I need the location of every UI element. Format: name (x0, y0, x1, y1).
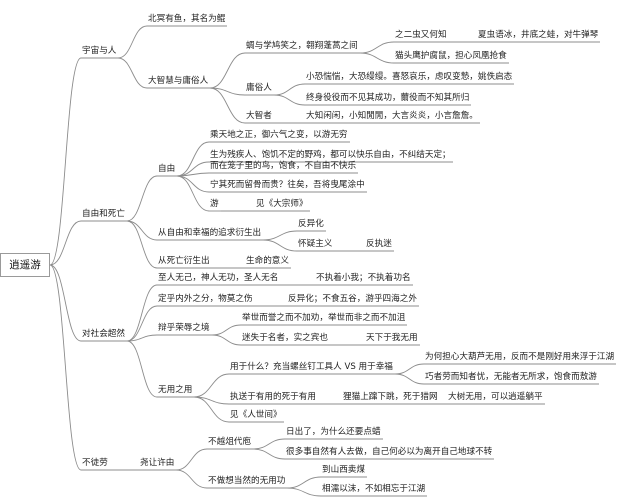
node-forget-in-rivers[interactable]: 相濡以沫，不如相忘于江湖 (322, 484, 426, 494)
node-lost-in-name-connector (211, 334, 242, 346)
node-small-fears-connector (273, 83, 306, 96)
node-caged-bird[interactable]: 而在笼子里的鸟，饱食，不自由不快乐 (210, 161, 357, 171)
node-honor-disgrace[interactable]: 辩乎荣辱之境 (158, 323, 210, 333)
branch-transcend-society-connector (49, 264, 82, 342)
node-freedom[interactable]: 自由 (158, 164, 176, 174)
node-world-praise-connector (211, 324, 242, 336)
node-summer-insect-ice[interactable]: 夏虫语冰，井底之蛙，对牛弹琴 (478, 30, 599, 40)
node-skepticism-connector (262, 239, 298, 252)
node-see-renjianshi[interactable]: 见《人世间》 (230, 410, 282, 420)
node-useless-use-connector (126, 340, 158, 398)
node-no-useless-effort-connector (175, 469, 208, 489)
node-no-attachment[interactable]: 不执着小我；不执着功名 (316, 273, 411, 283)
node-die-of-usefulness[interactable]: 执送于有用的死于有用 (230, 392, 316, 402)
branch-not-in-vain-connector (49, 264, 82, 471)
node-from-freedom-happiness[interactable]: 从自由和幸福的追求衍生出 (158, 228, 262, 238)
node-ride-heaven-earth-connector (176, 141, 210, 177)
node-lifelong-toil-connector (273, 94, 306, 106)
node-world-turns-connector (252, 448, 286, 460)
node-great-knowledge[interactable]: 大知闲闲，小知閒閒，大言炎炎，小言詹詹。 (306, 111, 478, 121)
node-anti-alienation-connector (262, 230, 298, 241)
node-two-insects[interactable]: 之二虫又何知 (395, 30, 447, 40)
node-gourd[interactable]: 为何担心大葫芦无用，反而不是刚好用来浮于江湖 (425, 352, 615, 362)
node-see-renjianshi-connector (193, 396, 230, 423)
node-wisdom-vs-mediocre-connector (117, 57, 148, 89)
node-see-dazongshi[interactable]: 见《大宗师》 (256, 199, 308, 209)
node-yao-xuyou[interactable]: 尧让许由 (140, 458, 175, 468)
node-lost-in-name[interactable]: 迷失于名者，实之宾也 (242, 333, 328, 343)
node-sun-candle[interactable]: 日出了，为什么还要点蜡 (286, 427, 381, 437)
node-owl-rotten-rat[interactable]: 猫头鹰护腐鼠，担心凤凰抢食 (395, 51, 507, 61)
node-world-praise[interactable]: 举世而誉之而不加劝，举世而非之而不加沮 (242, 313, 406, 323)
node-coal-shanxi-connector (286, 476, 322, 489)
node-from-death-connector (126, 220, 158, 269)
root-node[interactable]: 逍遥游 (0, 253, 50, 277)
node-honor-disgrace-connector (126, 334, 158, 342)
node-inner-outer-connector (126, 305, 158, 342)
node-meaning-of-life[interactable]: 生命的意义 (246, 256, 289, 266)
node-ride-heaven-earth[interactable]: 乘天地之正，御六气之变，以游无穷 (210, 130, 348, 140)
node-inner-outer[interactable]: 定乎内外之分，物莫之伤 (158, 294, 253, 304)
node-sun-candle-connector (252, 438, 286, 450)
node-from-freedom-happiness-connector (126, 220, 158, 241)
node-beiming-fish[interactable]: 北冥有鱼，其名为鲲 (148, 14, 226, 24)
node-useless-tree[interactable]: 大树无用，可以逍遥躺平 (448, 392, 543, 402)
node-wisdom-vs-mediocre[interactable]: 大智慧与庸俗人 (148, 76, 209, 86)
node-great-wise[interactable]: 大智者 (246, 111, 272, 121)
branch-universe-and-man[interactable]: 宇宙与人 (82, 46, 117, 56)
node-anti-alienation[interactable]: 反异化 (298, 219, 324, 229)
node-not-overstep-connector (175, 448, 208, 471)
node-perfect-man-connector (126, 284, 158, 342)
node-anti-obsession[interactable]: 反执迷 (366, 239, 392, 249)
node-small-fears[interactable]: 小恐惴惴，大恐缦缦。喜怒哀乐，虑叹变慹，姚佚启态 (306, 72, 513, 82)
node-cicada-and-dove[interactable]: 蜩与学鸠笑之，翱翔蓬蒿之间 (246, 41, 358, 51)
node-no-useless-effort[interactable]: 不做想当然的无用功 (208, 476, 286, 486)
node-freedom-connector (126, 175, 158, 222)
node-skillful-toil-connector (394, 373, 425, 385)
node-great-wise-connector (209, 87, 246, 124)
node-two-insects-connector (359, 41, 395, 54)
node-lifelong-toil[interactable]: 终身役役而不见其成功，薾役而不知其所归 (306, 93, 470, 103)
node-wander[interactable]: 游 (210, 199, 219, 209)
node-wander-connector (176, 175, 210, 212)
node-owl-rotten-rat-connector (359, 52, 395, 64)
node-not-overstep[interactable]: 不越俎代庖 (208, 437, 251, 447)
node-skillful-toil[interactable]: 巧者劳而知者忧，无能者无所求，饱食而敖游 (425, 372, 597, 382)
node-from-death[interactable]: 从死亡衍生出 (158, 256, 210, 266)
node-forget-in-rivers-connector (286, 487, 322, 497)
node-use-for-what[interactable]: 用于什么？充当螺丝钉工具人 VS 用于幸福 (230, 362, 393, 372)
node-no-grains[interactable]: 反异化；不食五谷，游乎四海之外 (288, 294, 417, 304)
branch-transcend-society[interactable]: 对社会超然 (82, 329, 125, 339)
node-beiming-fish-connector (117, 25, 148, 59)
node-skepticism[interactable]: 怀疑主义 (298, 239, 333, 249)
node-coal-shanxi[interactable]: 到山西卖煤 (322, 465, 365, 475)
node-useless-use[interactable]: 无用之用 (158, 385, 193, 395)
node-turtle-in-mud-connector (176, 175, 210, 193)
node-mediocre-people[interactable]: 庸俗人 (246, 83, 272, 93)
node-world-useless[interactable]: 天下于我无用 (366, 333, 418, 343)
node-weasel[interactable]: 狸猫上蹿下跳，死于猎网 (343, 392, 438, 402)
branch-not-in-vain[interactable]: 不徒劳 (82, 458, 108, 468)
branch-universe-and-man-connector (49, 57, 82, 266)
node-use-for-what-connector (193, 373, 230, 398)
branch-freedom-and-death[interactable]: 自由和死亡 (82, 209, 125, 219)
node-disabled-pheasant-connector (176, 161, 210, 177)
node-world-turns[interactable]: 很多事自然有人去做，自己何必以为离开自己地球不转 (286, 447, 493, 457)
node-cicada-and-dove-connector (209, 52, 246, 89)
node-gourd-connector (394, 363, 425, 375)
node-perfect-man[interactable]: 至人无己，神人无功，圣人无名 (158, 273, 279, 283)
node-turtle-in-mud[interactable]: 宁其死而留骨而贵？往矣，吾将曳尾涂中 (210, 180, 365, 190)
branch-freedom-and-death-connector (49, 220, 82, 266)
node-disabled-pheasant[interactable]: 生为残疾人、饱饥不定的野鸡，都可以快乐自由，不纠结天定； (210, 150, 451, 160)
